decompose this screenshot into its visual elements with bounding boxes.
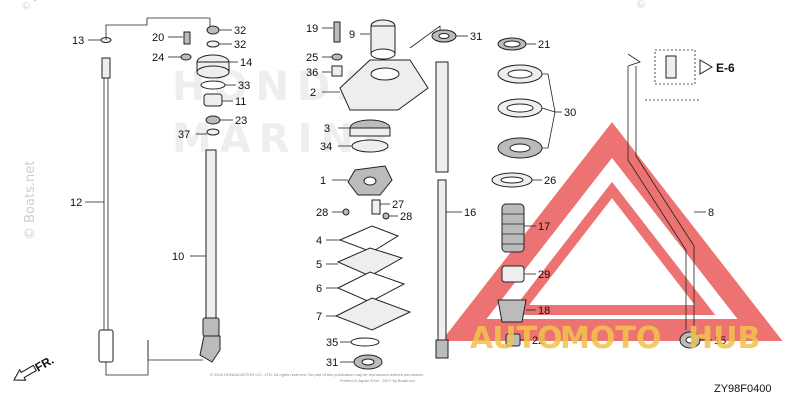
part-26-washer: [491, 172, 533, 188]
callout-32-a: 32: [234, 25, 246, 37]
part-28-pin-b: [382, 212, 390, 220]
callout-11: 11: [235, 96, 246, 108]
part-7-base-plate: [334, 297, 412, 331]
callout-3: 3: [324, 123, 330, 135]
part-1-impeller: [347, 165, 393, 196]
callout-29: 29: [538, 269, 550, 281]
copyright-line-2: Printed in Japan 2004 · 2017 by Boats.ne…: [340, 378, 416, 383]
copyright-line-1: © 2004 HONDA MOTOR CO., LTD. All rights …: [210, 372, 424, 377]
part-31-seal-a: [431, 29, 457, 43]
brand-triangle-logo: [441, 122, 783, 341]
callout-10: 10: [172, 251, 184, 263]
callout-25: 25: [306, 52, 318, 64]
callout-14: 14: [240, 57, 252, 69]
callout-24: 24: [152, 52, 164, 64]
callout-30: 30: [564, 107, 576, 119]
callout-19: 19: [306, 23, 318, 35]
part-25-washer: [331, 53, 343, 61]
callout-8: 8: [708, 207, 714, 219]
part-14-holder: [196, 54, 230, 79]
callout-28-a: 28: [316, 207, 328, 219]
callout-13: 13: [72, 35, 84, 47]
front-label: FR.: [33, 353, 57, 375]
part-23-ring: [205, 115, 221, 125]
callout-27: 27: [392, 199, 404, 211]
callout-5: 5: [316, 259, 322, 271]
svg-text:HUB: HUB: [688, 321, 760, 356]
part-31-seal-b: [353, 354, 383, 370]
callout-16: 16: [464, 207, 476, 219]
callout-22: 22: [532, 335, 544, 347]
callout-23: 23: [235, 115, 247, 127]
reference-e6-box: [654, 49, 713, 85]
part-35-oring: [350, 337, 380, 347]
part-27-key: [371, 199, 381, 215]
part-9-tube-seal: [370, 19, 396, 60]
part-17-spring: [501, 203, 525, 253]
part-32-nut: [206, 25, 220, 35]
part-36-grommet: [331, 65, 343, 77]
callout-37: 37: [178, 129, 190, 141]
callout-36: 36: [306, 67, 318, 79]
part-12-shift-rod: [98, 18, 149, 376]
part-4-gasket: [338, 225, 400, 253]
brand-logo-text: AUTO MOTO HUB: [470, 321, 760, 356]
callout-2: 2: [310, 87, 316, 99]
callout-1: 1: [320, 175, 326, 187]
part-18-pinion: [497, 299, 527, 323]
part-21-seal: [497, 37, 527, 51]
callout-6: 6: [316, 283, 322, 295]
reference-e6-label: E-6: [716, 61, 735, 75]
callout-21: 21: [538, 39, 550, 51]
part-11-seal: [203, 93, 223, 107]
part-28-pin-a: [342, 208, 350, 216]
callout-35: 35: [326, 337, 338, 349]
part-32-washer: [206, 40, 220, 48]
part-37-clip: [206, 128, 220, 136]
corner-watermark: © Boats.net: [634, 0, 685, 12]
part-29-bushing: [501, 265, 525, 283]
part-5-plate: [336, 247, 404, 277]
part-24-washer: [180, 53, 192, 61]
side-watermark: © Boats.net: [23, 161, 38, 240]
callout-4: 4: [316, 235, 322, 247]
part-30-bearing-set: [497, 64, 543, 159]
part-16-drive-shaft: [409, 25, 449, 359]
part-19-bolt: [333, 21, 341, 43]
callout-33: 33: [238, 80, 250, 92]
part-34-wear-ring: [351, 139, 389, 153]
callout-20: 20: [152, 32, 164, 44]
callout-15: 15: [714, 335, 726, 347]
part-15-grommet: [679, 331, 701, 349]
part-8-water-tube: [627, 53, 695, 330]
callout-9: 9: [349, 29, 355, 41]
callout-34: 34: [320, 141, 332, 153]
callout-26: 26: [544, 175, 556, 187]
part-2-pump-housing: [339, 59, 429, 111]
callout-17: 17: [538, 221, 550, 233]
callout-7: 7: [316, 311, 322, 323]
diagram-code: ZY98F0400: [714, 383, 771, 395]
callout-18: 18: [538, 305, 550, 317]
part-33-oring: [200, 80, 226, 90]
callout-32-b: 32: [234, 39, 246, 51]
part-3-liner: [349, 119, 391, 137]
callout-12: 12: [70, 197, 82, 209]
corner-watermark-2: © Boats.net: [19, 0, 70, 14]
callout-31-b: 31: [326, 357, 338, 369]
part-20-bolt: [183, 31, 191, 45]
svg-text:AUTO: AUTO: [470, 321, 563, 356]
callout-28-b: 28: [400, 211, 412, 223]
svg-text:MOTO: MOTO: [560, 321, 661, 356]
front-arrow-icon: [13, 364, 37, 381]
part-6-gasket: [336, 271, 406, 303]
callout-31-a: 31: [470, 31, 482, 43]
part-10-vertical-shaft: [147, 17, 221, 363]
